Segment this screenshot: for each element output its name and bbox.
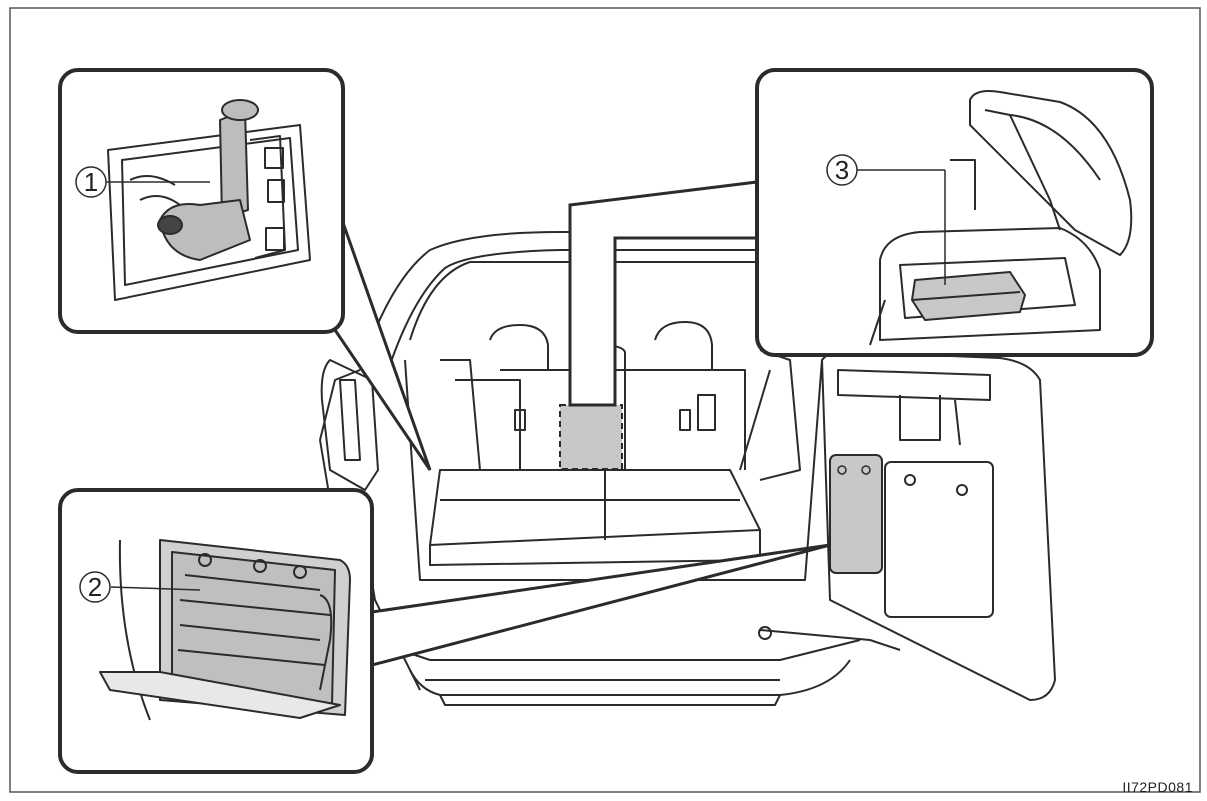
leader-lines: [333, 180, 831, 667]
diagram-border: [9, 7, 1201, 793]
figure-code: II72PD081: [1122, 779, 1193, 795]
inset-2-tool-kit: 2: [58, 488, 374, 774]
callout-3: 3: [835, 155, 849, 185]
inset-3-console-box: 3: [755, 68, 1154, 357]
tailgate-tool-panel: [829, 454, 883, 574]
callout-2: 2: [88, 572, 102, 602]
inset-1-jack: 1: [58, 68, 345, 334]
console-box-indicator: [559, 404, 623, 470]
callout-1: 1: [84, 167, 98, 197]
